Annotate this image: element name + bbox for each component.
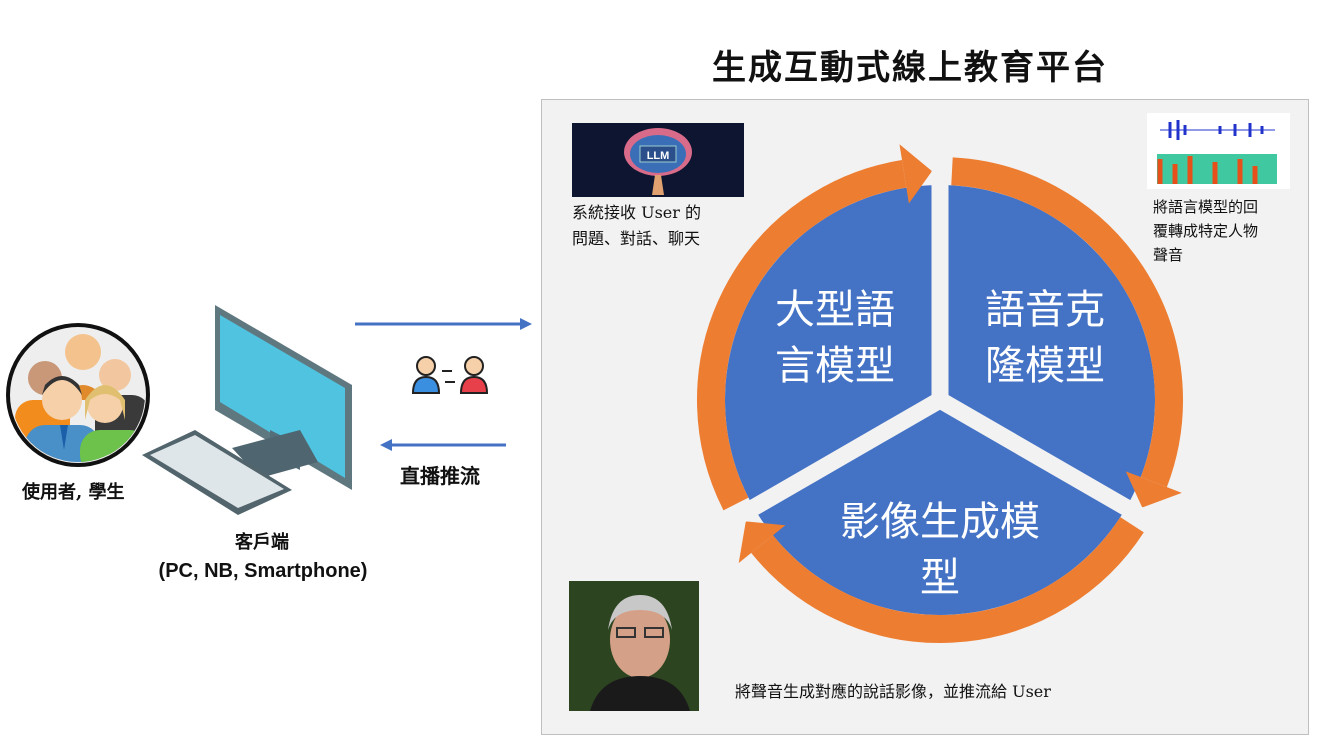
voice-note-line: 覆轉成特定人物 (1153, 222, 1259, 240)
devices-label: (PC, NB, Smartphone) (158, 560, 368, 582)
voice-note-line: 將語言模型的回 (1153, 198, 1259, 216)
segment-llm: 大型語 言模型 (725, 282, 945, 394)
segment-voice: 語音克 隆模型 (935, 282, 1155, 394)
cycle-arrowhead-icon (738, 521, 786, 563)
llm-brain-image: LLM (572, 123, 744, 197)
voice-note: 將語言模型的回 覆轉成特定人物 聲音 (1153, 195, 1258, 267)
cycle-arc-voice (951, 157, 1183, 488)
speaker-video-image (569, 581, 699, 711)
segment-voice-line: 隆模型 (985, 343, 1105, 389)
cycle-arrowhead-icon (1125, 471, 1182, 508)
stream-arrow (380, 439, 506, 451)
llm-image-text: LLM (647, 150, 670, 162)
client-label: 客戶端 (235, 532, 289, 553)
segment-video-line: 影像生成模 (840, 499, 1040, 545)
stream-label: 直播推流 (400, 464, 480, 488)
segment-llm-line: 言模型 (775, 343, 895, 389)
segment-video-line: 型 (920, 555, 960, 601)
cycle-arc-video (751, 517, 1144, 643)
audio-spectrogram-image (1147, 113, 1290, 189)
page-title: 生成互動式線上教育平台 (712, 48, 1108, 88)
sector-divider (935, 392, 1178, 542)
segment-llm-line: 大型語 (775, 287, 895, 333)
llm-note: 系統接收 User 的 問題、對話、聊天 (572, 200, 701, 252)
llm-note-line: 系統接收 User 的 (572, 203, 701, 222)
video-note: 將聲音生成對應的說話影像，並推流給 User (735, 682, 1051, 701)
voice-note-line: 聲音 (1153, 246, 1184, 264)
sector-divider (702, 392, 945, 542)
user-exchange-icon (411, 356, 489, 394)
cycle-diagram (697, 131, 1183, 643)
cycle-arrowhead-icon (899, 144, 933, 204)
computer-icon (142, 305, 352, 515)
users-label: 使用者, 學生 (22, 482, 125, 503)
cycle-arc-llm (697, 159, 907, 511)
segment-voice-line: 語音克 (985, 287, 1105, 333)
segment-video: 影像生成模 型 (820, 494, 1060, 606)
users-group-icon (6, 323, 150, 467)
llm-note-line: 問題、對話、聊天 (572, 229, 701, 248)
request-arrow (355, 318, 532, 330)
